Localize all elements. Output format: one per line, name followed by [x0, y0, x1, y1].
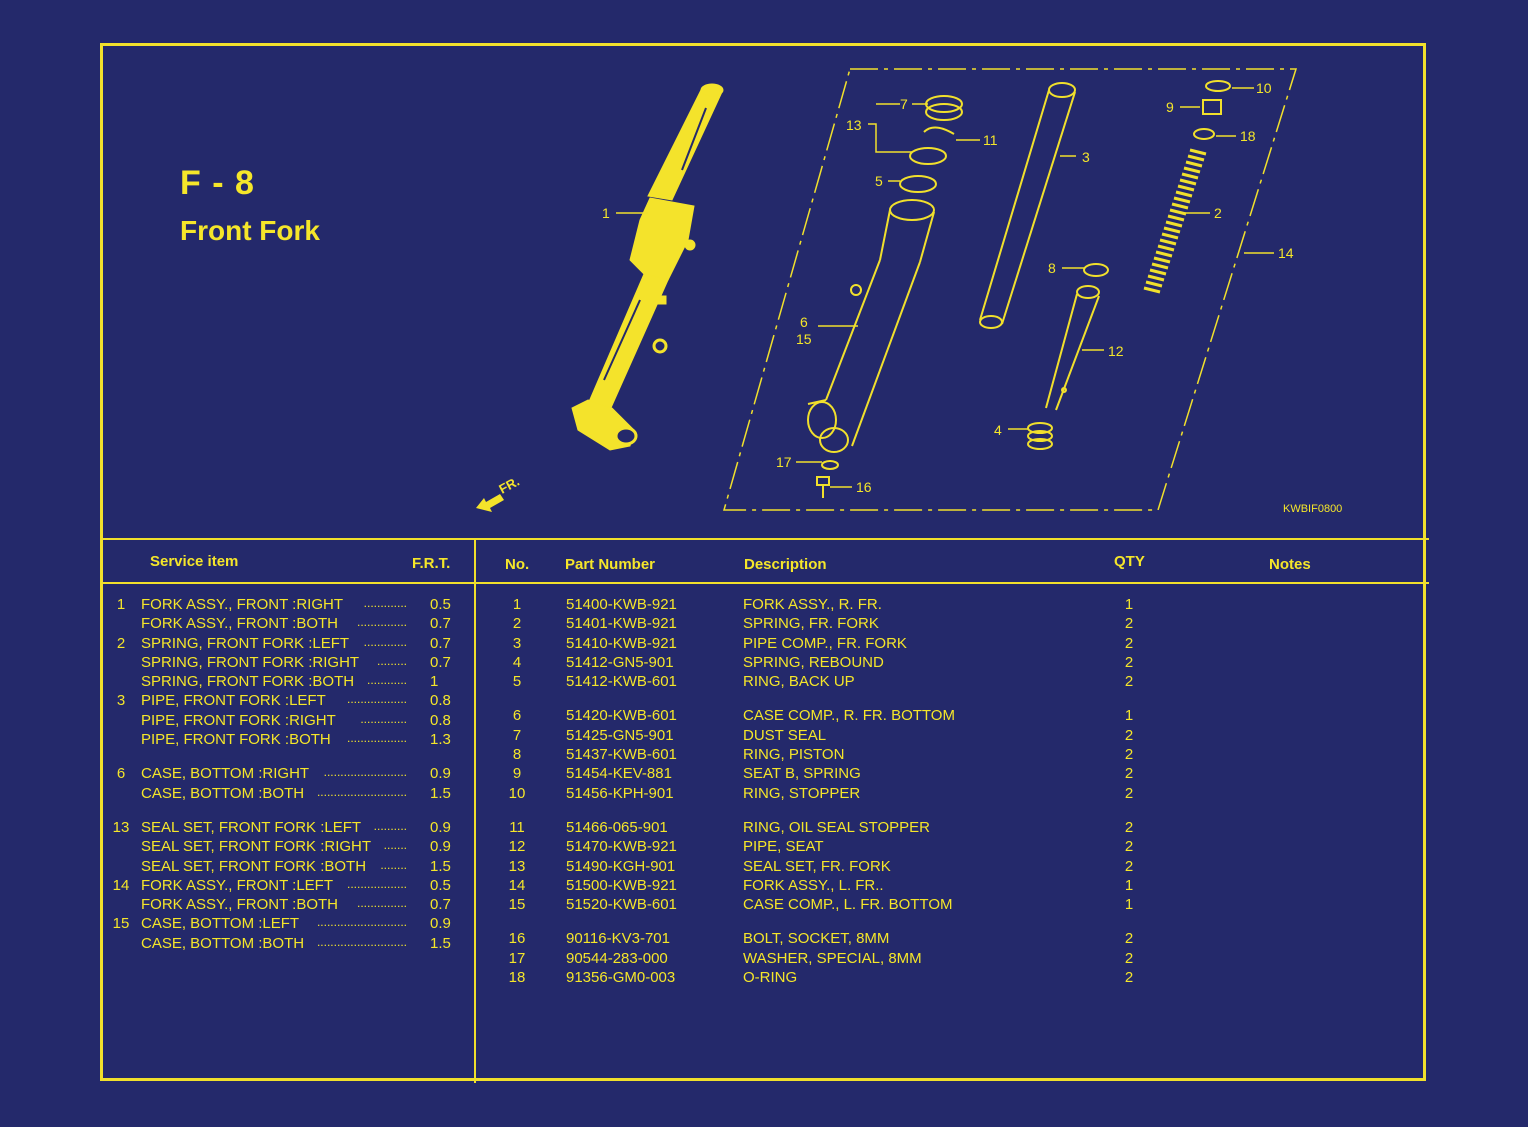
callout-9: 9: [1166, 99, 1174, 115]
header-divider-top: [100, 538, 1429, 540]
callout-2: 2: [1214, 205, 1222, 221]
callout-3: 3: [1082, 149, 1090, 165]
callout-12: 12: [1108, 343, 1124, 359]
service-row: FORK ASSY., FRONT :BOTH...............0.…: [141, 615, 451, 633]
front-label: FR.: [496, 474, 522, 497]
assembly-enclosure: [723, 68, 1298, 511]
callout-7: 7: [900, 96, 908, 112]
page-title: Front Fork: [180, 215, 320, 246]
callout-1: 1: [602, 205, 610, 221]
column-divider: [474, 538, 476, 1083]
service-row: SPRING, FRONT FORK :BOTH............1: [141, 673, 439, 691]
callout-6: 6: [800, 314, 808, 330]
callout-14: 14: [1278, 245, 1294, 261]
service-item-header: Service item: [150, 553, 239, 570]
part-number-header: Part Number: [565, 556, 656, 573]
callout-18: 18: [1240, 128, 1256, 144]
qty-header: QTY: [1114, 553, 1145, 570]
notes-header: Notes: [1269, 556, 1311, 573]
header-divider-bottom: [100, 582, 1429, 584]
service-row: PIPE, FRONT FORK :RIGHT..............0.8: [141, 711, 451, 729]
seat-pipe-drawing: [1045, 285, 1100, 411]
callout-labels: 1 2 3 4 5 6 7 8 9 10 11 12 13 14 15 16 1…: [602, 80, 1294, 495]
callout-11: 11: [983, 132, 998, 148]
small-parts-drawing: [816, 80, 1231, 498]
bottom-case-drawing: [807, 199, 935, 453]
callout-15: 15: [796, 331, 812, 347]
front-direction-arrow: FR.: [476, 474, 522, 512]
service-row: PIPE, FRONT FORK :BOTH..................…: [141, 731, 451, 749]
callout-17: 17: [776, 454, 792, 470]
fork-pipe-drawing: [979, 82, 1076, 329]
callout-16: 16: [856, 479, 872, 495]
frt-header: F.R.T.: [412, 555, 451, 572]
callout-4: 4: [994, 422, 1002, 438]
callout-10: 10: [1256, 80, 1272, 96]
service-row: CASE, BOTTOM :BOTH......................…: [141, 934, 451, 952]
page-frame: [100, 43, 1426, 1081]
fork-assembly-drawing: [571, 83, 724, 451]
service-row: CASE, BOTTOM :BOTH......................…: [141, 784, 451, 802]
callout-13: 13: [846, 117, 862, 133]
callout-5: 5: [875, 173, 883, 189]
service-row: SEAL SET, FRONT FORK :BOTH........1.5: [141, 857, 451, 875]
fork-spring-drawing: [1143, 148, 1207, 294]
description-header: Description: [744, 556, 827, 573]
no-header: No.: [505, 556, 530, 573]
service-row: SEAL SET, FRONT FORK :RIGHT.......0.9: [141, 838, 451, 856]
service-row: SPRING, FRONT FORK :RIGHT.........0.7: [141, 653, 451, 671]
figure-id: KWBIF0800: [1283, 503, 1343, 515]
service-row: FORK ASSY., FRONT :BOTH...............0.…: [141, 896, 451, 914]
callout-8: 8: [1048, 260, 1056, 276]
section-code: F - 8: [180, 164, 255, 202]
